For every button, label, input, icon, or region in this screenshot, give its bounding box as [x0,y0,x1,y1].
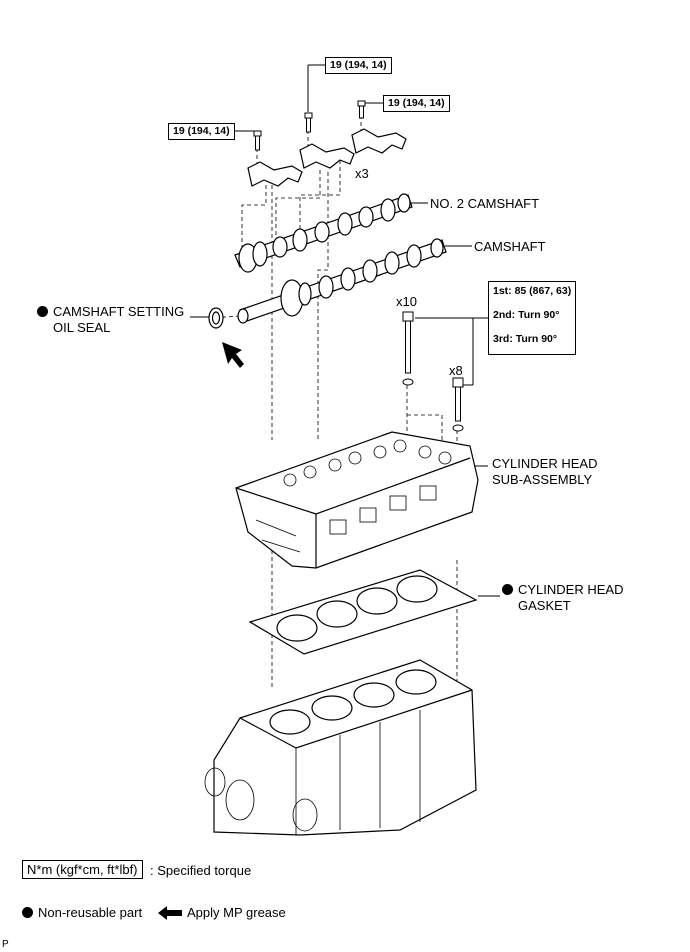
cap-bolt [306,117,311,133]
corner-code: P [2,939,9,950]
no2-camshaft [234,193,413,273]
non-reusable-dot-icon [22,907,33,918]
cylinder-block [204,659,477,836]
non-reusable-dot-icon [502,584,513,595]
head-bolt-short [455,386,461,422]
camshaft [237,238,447,324]
bearing-cap [299,143,355,169]
cylinder-head-label-line2: SUB-ASSEMBLY [492,472,593,487]
alignment-line [209,315,241,319]
oil-seal-label-line2: OIL SEAL [53,320,111,335]
torque-step-2: 2nd: Turn 90° [493,309,560,321]
cap-bolt [304,112,313,119]
cylinder-head-gasket [248,569,478,655]
torque-box-cap-top: 19 (194, 14) [325,57,392,74]
legend-torque-desc: : Specified torque [150,863,252,878]
head-bolt-long [405,320,411,374]
no2-camshaft-label: NO. 2 CAMSHAFT [430,196,540,211]
cap-bolt [357,100,366,107]
oil-seal [208,307,224,329]
alignment-line [317,172,329,440]
legend-non-reusable: Non-reusable part [22,905,142,920]
bearing-cap [247,161,303,187]
cap-bolt [255,135,260,151]
washer [402,378,414,386]
cylinder-head-label: CYLINDER HEAD [492,456,598,471]
bearing-cap [351,128,407,154]
long-bolt-quantity: x10 [396,294,417,309]
gasket-label-line2: GASKET [518,598,571,613]
gasket-label: CYLINDER HEAD [502,582,623,597]
non-reusable-dot-icon [37,306,48,317]
camshaft-label: CAMSHAFT [474,239,546,254]
torque-box-head-bolts: 1st: 85 (867, 63) 2nd: Turn 90° 3rd: Tur… [488,281,576,355]
torque-box-cap-left: 19 (194, 14) [168,123,235,140]
alignment-line [407,414,443,445]
cylinder-head [235,431,479,569]
cap-bolt [359,105,364,119]
grease-arrow [222,342,244,368]
torque-step-3: 3rd: Turn 90° [493,333,558,345]
torque-step-1: 1st: 85 (867, 63) [493,285,572,297]
alignment-line [275,170,321,258]
alignment-line [241,185,267,255]
alignment-line [299,160,341,245]
legend-grease: Apply MP grease [187,905,286,920]
short-bolt-quantity: x8 [449,363,463,378]
cap-bolt [253,130,262,137]
oil-seal-label: CAMSHAFT SETTING [37,304,184,319]
washer [452,424,464,432]
cap-quantity: x3 [355,166,369,181]
head-bolt-long [402,311,414,322]
legend-torque-unit: N*m (kgf*cm, ft*lbf) [22,860,143,879]
head-bolt-short [452,377,464,388]
torque-box-cap-right: 19 (194, 14) [383,95,450,112]
grease-arrow-icon [158,906,182,920]
